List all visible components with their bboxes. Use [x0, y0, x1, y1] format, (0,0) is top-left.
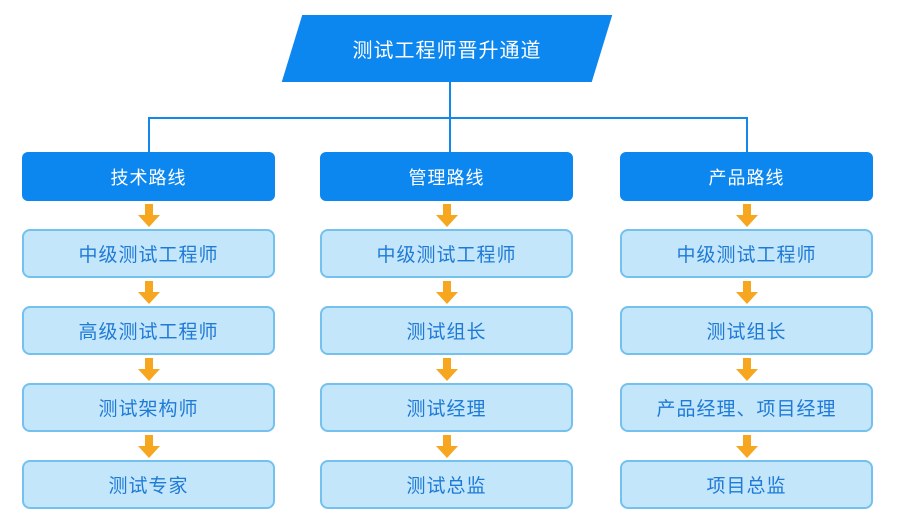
arrow-down-icon	[735, 434, 758, 458]
track-header-product: 产品路线	[620, 152, 873, 201]
step-box: 中级测试工程师	[320, 229, 573, 278]
arrow-down-icon	[735, 203, 758, 227]
arrow-gap	[320, 278, 573, 306]
column-technical-track: 技术路线 中级测试工程师 高级测试工程师 测试架构师 测试专家	[22, 152, 275, 509]
connector-vertical-right	[746, 117, 748, 153]
arrow-gap	[22, 432, 275, 460]
step-box: 测试架构师	[22, 383, 275, 432]
connector-vertical-middle	[449, 117, 451, 153]
arrow-down-icon	[435, 357, 458, 381]
arrow-gap	[22, 278, 275, 306]
step-box: 项目总监	[620, 460, 873, 509]
step-box: 高级测试工程师	[22, 306, 275, 355]
step-box: 测试专家	[22, 460, 275, 509]
arrow-gap	[620, 432, 873, 460]
arrow-gap	[22, 355, 275, 383]
step-box: 测试组长	[620, 306, 873, 355]
column-product-track: 产品路线 中级测试工程师 测试组长 产品经理、项目经理 项目总监	[620, 152, 873, 509]
arrow-down-icon	[137, 357, 160, 381]
connector-vertical-top	[449, 82, 451, 119]
arrow-gap	[320, 201, 573, 229]
column-management-track: 管理路线 中级测试工程师 测试组长 测试经理 测试总监	[320, 152, 573, 509]
step-box: 测试总监	[320, 460, 573, 509]
connector-horizontal	[148, 117, 748, 119]
step-box: 测试组长	[320, 306, 573, 355]
track-header-management: 管理路线	[320, 152, 573, 201]
track-header-technical: 技术路线	[22, 152, 275, 201]
arrow-down-icon	[137, 434, 160, 458]
step-box: 中级测试工程师	[22, 229, 275, 278]
arrow-gap	[620, 278, 873, 306]
arrow-down-icon	[435, 434, 458, 458]
arrow-down-icon	[735, 357, 758, 381]
arrow-down-icon	[137, 203, 160, 227]
arrow-down-icon	[435, 203, 458, 227]
step-box: 中级测试工程师	[620, 229, 873, 278]
arrow-gap	[22, 201, 275, 229]
connector-vertical-left	[148, 117, 150, 153]
arrow-gap	[320, 432, 573, 460]
arrow-gap	[320, 355, 573, 383]
arrow-down-icon	[137, 280, 160, 304]
arrow-down-icon	[735, 280, 758, 304]
arrow-down-icon	[435, 280, 458, 304]
step-box: 测试经理	[320, 383, 573, 432]
step-box: 产品经理、项目经理	[620, 383, 873, 432]
diagram-title: 测试工程师晋升通道	[352, 40, 542, 62]
arrow-gap	[620, 355, 873, 383]
arrow-gap	[620, 201, 873, 229]
